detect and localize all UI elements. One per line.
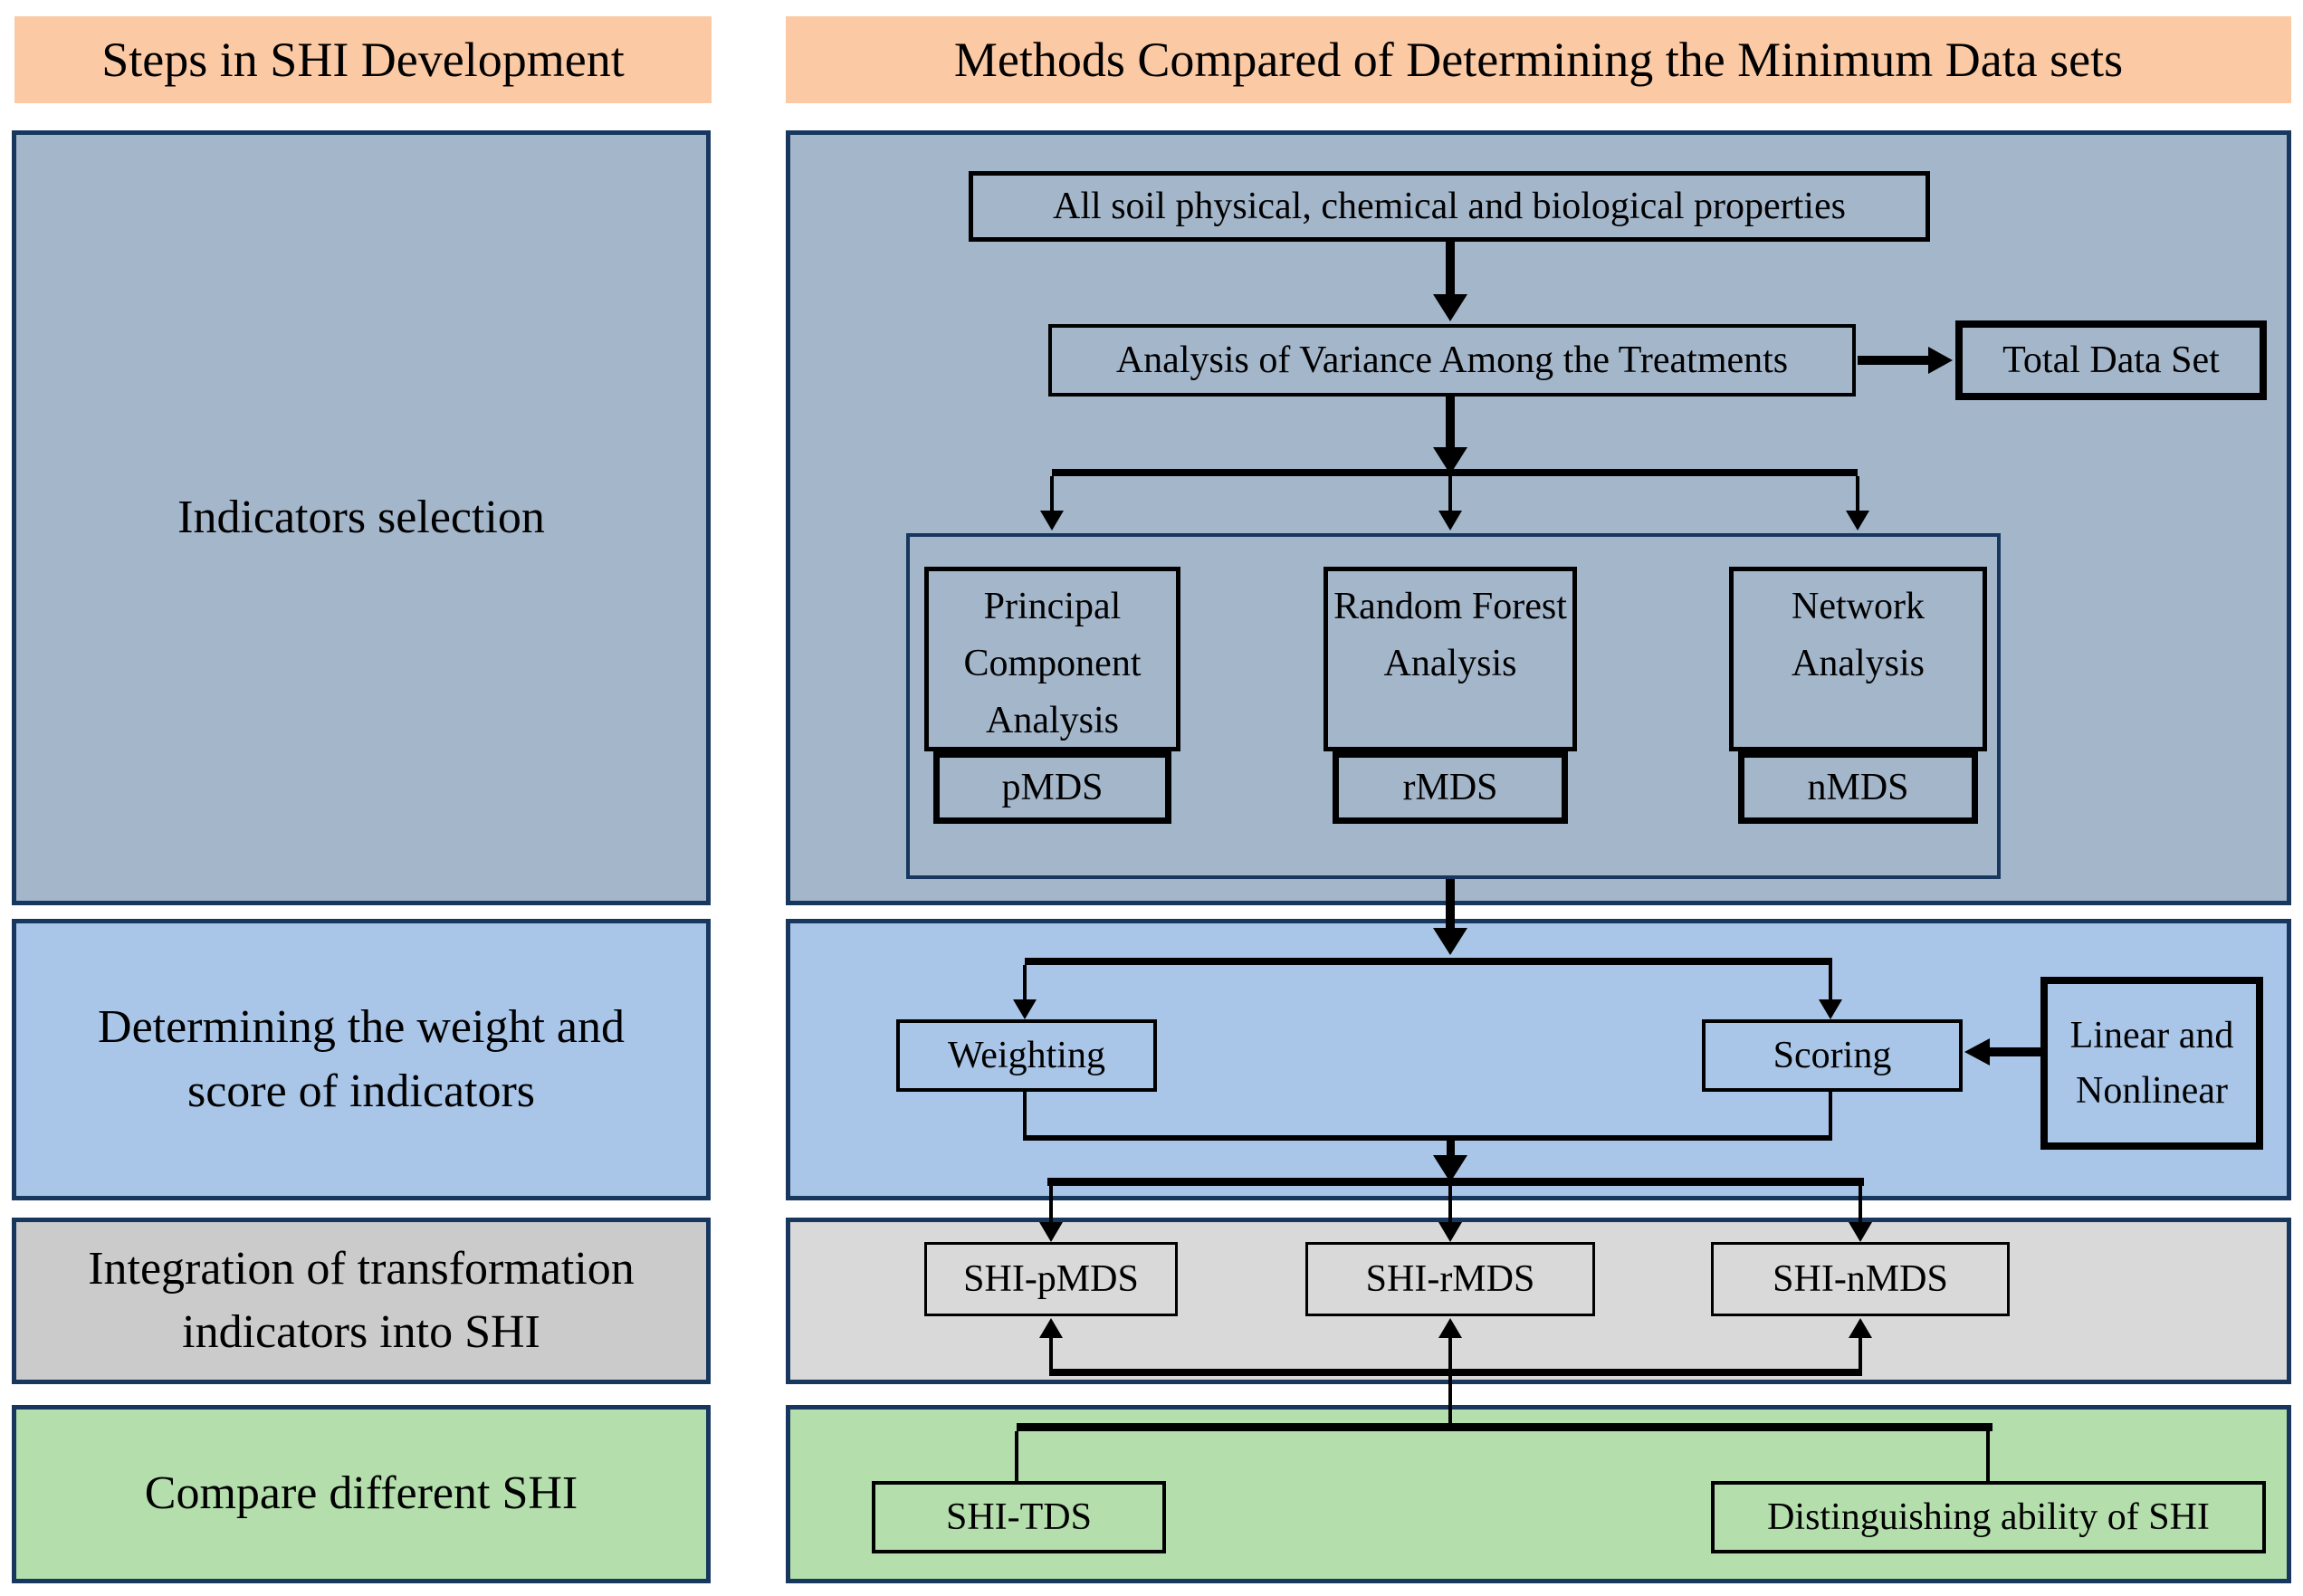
arrow-s1-to-s2-shaft bbox=[1446, 879, 1455, 930]
step-compare: Compare different SHI bbox=[12, 1405, 711, 1583]
arrow-props-to-anova-shaft bbox=[1446, 242, 1455, 294]
splitter-methods bbox=[1052, 469, 1858, 476]
box-pca: Principal Component Analysis bbox=[924, 567, 1180, 751]
box-shi-pmds-label: SHI-pMDS bbox=[963, 1257, 1139, 1300]
box-all-properties-label: All soil physical, chemical and biologic… bbox=[1053, 185, 1846, 227]
merge-scoring-line bbox=[1829, 1092, 1832, 1141]
compare-collector-line bbox=[1049, 1369, 1862, 1376]
compare-branch-line bbox=[1017, 1423, 1992, 1431]
box-rmds-label: rMDS bbox=[1402, 766, 1498, 808]
box-total-data-set-label: Total Data Set bbox=[2002, 339, 2220, 381]
branch-scoring-shaft bbox=[1829, 965, 1832, 999]
branch-pca-shaft bbox=[1050, 476, 1054, 511]
branch-pca-head bbox=[1040, 511, 1064, 530]
box-random-forest-label: Random Forest Analysis bbox=[1333, 586, 1567, 684]
branch-weighting-head bbox=[1013, 999, 1037, 1019]
box-pmds: pMDS bbox=[933, 751, 1171, 824]
branch-shi-pmds-head bbox=[1039, 1222, 1063, 1242]
box-nmds: nMDS bbox=[1738, 751, 1978, 824]
box-anova: Analysis of Variance Among the Treatment… bbox=[1048, 324, 1856, 397]
arrow-props-to-anova-head bbox=[1433, 294, 1467, 321]
header-left: Steps in SHI Development bbox=[14, 16, 712, 103]
header-right-label: Methods Compared of Determining the Mini… bbox=[953, 33, 2124, 87]
box-rmds: rMDS bbox=[1333, 751, 1568, 824]
uparrow-shi-rmds-head bbox=[1438, 1318, 1462, 1338]
box-network-analysis-label: Network Analysis bbox=[1792, 586, 1925, 684]
splitter-shi bbox=[1047, 1178, 1864, 1186]
uparrow-shi-pmds-head bbox=[1039, 1318, 1063, 1338]
box-distinguishing: Distinguishing ability of SHI bbox=[1711, 1481, 2266, 1553]
step-integration-line1: Integration of transformation bbox=[88, 1242, 635, 1295]
box-all-properties: All soil physical, chemical and biologic… bbox=[969, 171, 1930, 242]
arrow-merge-down-shaft bbox=[1447, 1141, 1455, 1159]
step-weight-score: Determining the weight and score of indi… bbox=[12, 919, 711, 1200]
header-right: Methods Compared of Determining the Mini… bbox=[786, 16, 2291, 103]
header-left-label: Steps in SHI Development bbox=[101, 33, 625, 87]
arrow-anova-to-tds-shaft bbox=[1858, 356, 1930, 365]
arrow-anova-to-tds-head bbox=[1928, 347, 1953, 374]
box-distinguishing-label: Distinguishing ability of SHI bbox=[1767, 1496, 2210, 1538]
box-shi-tds-label: SHI-TDS bbox=[945, 1496, 1092, 1538]
box-shi-rmds: SHI-rMDS bbox=[1305, 1242, 1595, 1316]
step-weight-score-line2: score of indicators bbox=[186, 1065, 536, 1117]
branch-shi-rmds-head bbox=[1438, 1222, 1462, 1242]
uparrow-shi-nmds-head bbox=[1849, 1318, 1872, 1338]
merge-weighting-line bbox=[1023, 1092, 1027, 1141]
uparrow-shi-pmds-shaft bbox=[1049, 1338, 1053, 1374]
step-integration-line2: indicators into SHI bbox=[182, 1306, 540, 1358]
branch-rf-shaft bbox=[1448, 476, 1452, 511]
box-network-analysis: Network Analysis bbox=[1729, 567, 1987, 751]
branch-shi-pmds-shaft bbox=[1049, 1186, 1053, 1222]
arrow-linear-to-scoring-head bbox=[1964, 1038, 1990, 1066]
uparrow-shi-nmds-shaft bbox=[1859, 1338, 1862, 1374]
branch-shi-nmds-head bbox=[1849, 1222, 1872, 1242]
compare-branch-right-drop bbox=[1986, 1431, 1990, 1481]
box-linear-nonlinear-label: Linear and Nonlinear bbox=[2069, 1014, 2234, 1112]
step-weight-score-line1: Determining the weight and bbox=[98, 1001, 625, 1054]
box-scoring-label: Scoring bbox=[1773, 1034, 1892, 1076]
box-anova-label: Analysis of Variance Among the Treatment… bbox=[1115, 339, 1789, 381]
box-pca-label: Principal Component Analysis bbox=[963, 586, 1142, 741]
box-random-forest: Random Forest Analysis bbox=[1324, 567, 1577, 751]
box-shi-nmds: SHI-nMDS bbox=[1711, 1242, 2010, 1316]
branch-shi-nmds-shaft bbox=[1859, 1186, 1862, 1222]
container-mds-methods bbox=[906, 533, 2001, 879]
section-integration-flow bbox=[786, 1218, 2291, 1384]
branch-na-head bbox=[1846, 511, 1869, 530]
arrow-s1-to-s2-head bbox=[1433, 928, 1467, 955]
branch-na-shaft bbox=[1856, 476, 1859, 511]
branch-scoring-head bbox=[1819, 999, 1842, 1019]
box-linear-nonlinear: Linear and Nonlinear bbox=[2040, 977, 2263, 1150]
branch-weighting-shaft bbox=[1023, 965, 1027, 999]
box-shi-nmds-label: SHI-nMDS bbox=[1773, 1257, 1948, 1300]
step-compare-label: Compare different SHI bbox=[144, 1467, 578, 1520]
box-scoring: Scoring bbox=[1702, 1019, 1963, 1092]
arrow-linear-to-scoring-shaft bbox=[1990, 1047, 2040, 1056]
branch-rf-head bbox=[1438, 511, 1462, 530]
step-integration: Integration of transformation indicators… bbox=[12, 1218, 711, 1384]
section-compare-flow bbox=[786, 1405, 2291, 1583]
arrow-anova-down-shaft bbox=[1446, 397, 1455, 447]
section-indicators-flow bbox=[786, 130, 2291, 905]
box-shi-pmds: SHI-pMDS bbox=[924, 1242, 1178, 1316]
step-indicators-selection: Indicators selection bbox=[12, 130, 711, 905]
splitter-weight-score bbox=[1025, 958, 1832, 965]
box-weighting: Weighting bbox=[896, 1019, 1157, 1092]
merge-horizontal-line bbox=[1023, 1135, 1832, 1141]
compare-riser-line bbox=[1448, 1376, 1452, 1427]
compare-branch-left-drop bbox=[1015, 1431, 1018, 1481]
box-shi-rmds-label: SHI-rMDS bbox=[1365, 1257, 1535, 1300]
box-total-data-set: Total Data Set bbox=[1955, 320, 2267, 400]
uparrow-shi-rmds-shaft bbox=[1448, 1338, 1452, 1374]
branch-shi-rmds-shaft bbox=[1448, 1186, 1452, 1222]
box-nmds-label: nMDS bbox=[1807, 766, 1909, 808]
section-weight-score-flow bbox=[786, 919, 2291, 1200]
box-shi-tds: SHI-TDS bbox=[872, 1481, 1166, 1553]
box-weighting-label: Weighting bbox=[948, 1034, 1105, 1076]
box-pmds-label: pMDS bbox=[1001, 766, 1104, 808]
step-indicators-selection-label: Indicators selection bbox=[177, 491, 545, 543]
